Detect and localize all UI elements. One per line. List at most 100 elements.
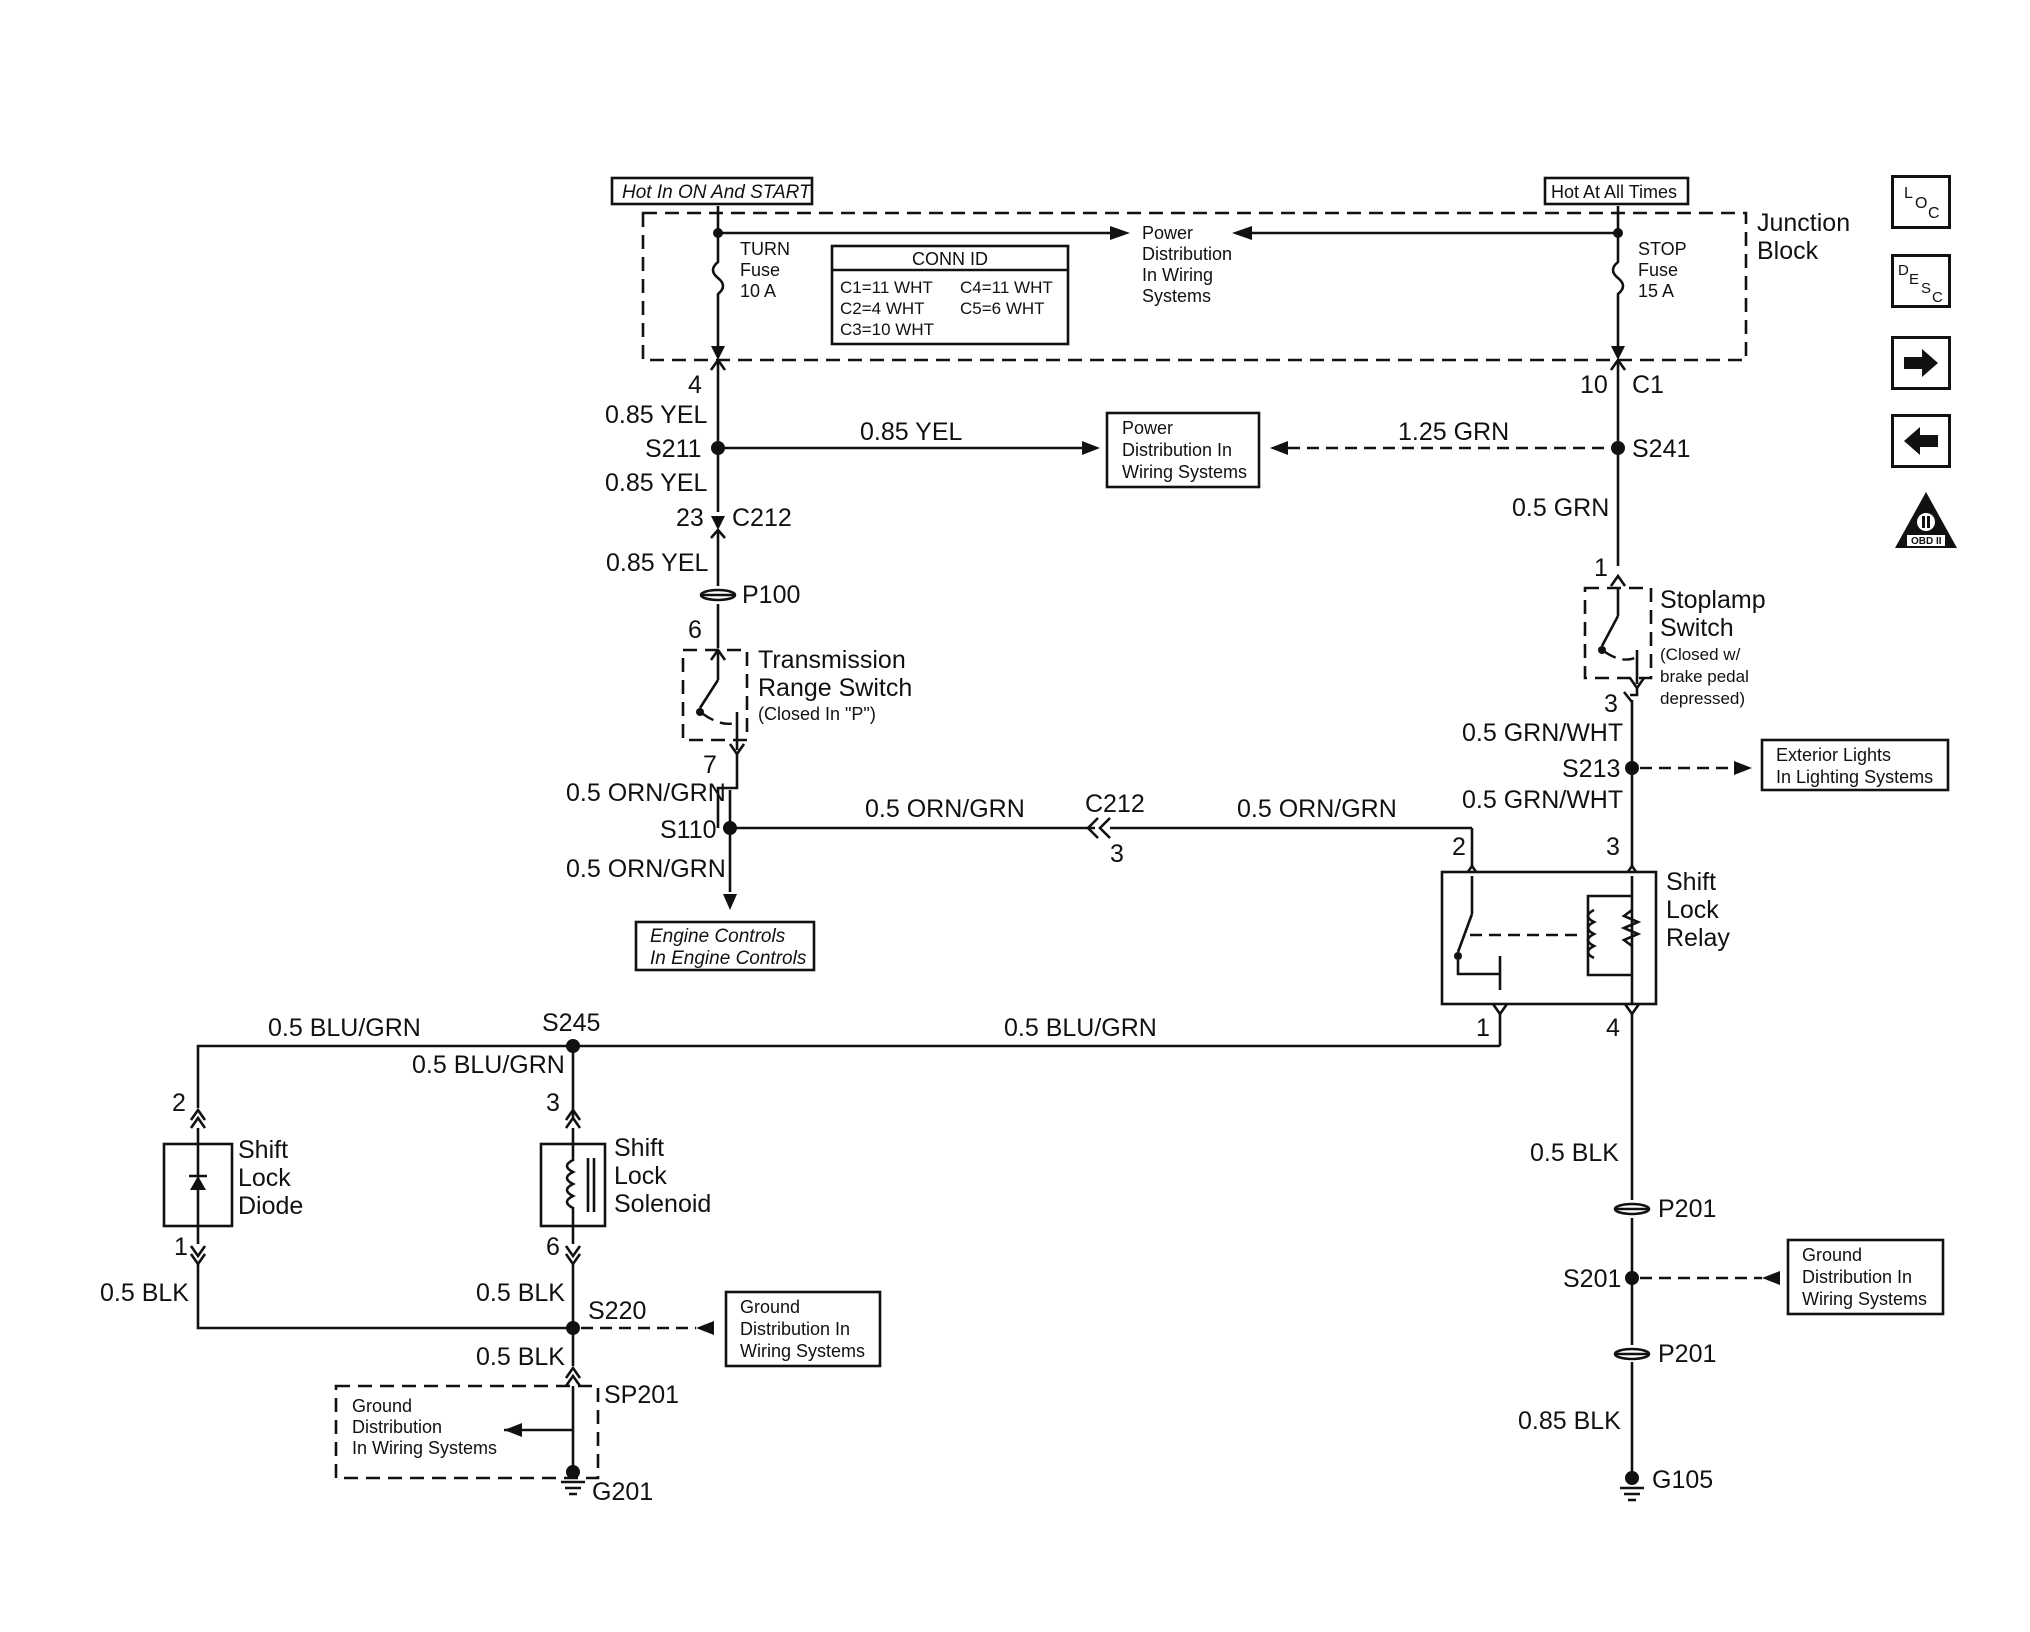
trs-label-2: Range Switch xyxy=(758,674,912,702)
next-button[interactable] xyxy=(1891,336,1951,390)
blu-wire-mid: 0.5 BLU/GRN xyxy=(1004,1014,1157,1042)
left-wire-4: 0.5 ORN/GRN xyxy=(566,779,726,807)
mid-c212: C212 xyxy=(1085,790,1145,818)
stoplamp-3: (Closed w/ xyxy=(1660,645,1741,664)
connector-c212-mid xyxy=(1086,817,1111,839)
right-wire-1: 0.5 GRN xyxy=(1512,494,1609,522)
p100-label: P100 xyxy=(742,581,800,609)
stoplamp-4: brake pedal xyxy=(1660,667,1749,686)
diode-label-2: Lock xyxy=(238,1164,291,1192)
s211-label: S211 xyxy=(645,435,702,463)
turn-fuse-arrow xyxy=(711,346,725,360)
mid-orn-right: 0.5 ORN/GRN xyxy=(1237,795,1397,823)
turn-fuse-label-1: TURN xyxy=(740,239,790,259)
conn-id-c4: C4=11 WHT xyxy=(960,278,1053,297)
blk-wire-3: 0.5 BLK xyxy=(476,1343,565,1371)
relay-label-2: Lock xyxy=(1666,896,1719,924)
relay-pin2: 2 xyxy=(1452,833,1466,861)
left-wire-1: 0.85 YEL xyxy=(605,401,708,429)
svg-text:L: L xyxy=(1904,185,1913,202)
obd-label: OBD II xyxy=(1911,536,1942,547)
stop-fuse-label-1: STOP xyxy=(1638,239,1687,259)
hot-on-start-label: Hot In ON And START xyxy=(622,182,812,203)
exterior-lights-box xyxy=(1760,738,1950,792)
obd-triangle-icon: OBD II xyxy=(1895,492,1957,548)
sp201-label: SP201 xyxy=(604,1381,679,1409)
relay-pin1: 1 xyxy=(1476,1014,1490,1042)
engine-controls-box xyxy=(634,920,816,972)
solenoid-label-1: Shift xyxy=(614,1134,664,1162)
ground-left-2: Distribution In xyxy=(740,1319,850,1339)
relay-pin4: 4 xyxy=(1606,1014,1620,1042)
stoplamp-2: Switch xyxy=(1660,614,1734,642)
solenoid-label-2: Lock xyxy=(614,1162,667,1190)
right-wire-blk2: 0.85 BLK xyxy=(1518,1407,1621,1435)
stop-fuse-icon xyxy=(1611,233,1625,346)
trs-label-1: Transmission xyxy=(758,646,906,674)
stop-bus-wire xyxy=(1250,206,1620,235)
junction-block-label-2: Block xyxy=(1757,237,1819,265)
diode-label-1: Shift xyxy=(238,1136,288,1164)
s201-label: S201 xyxy=(1563,1265,1621,1293)
s241-label: S241 xyxy=(1632,435,1690,463)
back-button[interactable] xyxy=(1891,414,1951,468)
shift-lock-relay xyxy=(1440,870,1658,1006)
right-pin3: 3 xyxy=(1604,690,1618,718)
pin6-label: 6 xyxy=(688,616,702,644)
s245-label: S245 xyxy=(542,1009,600,1037)
pin4-label: 4 xyxy=(688,371,702,399)
svg-text:S: S xyxy=(1921,280,1931,297)
ground-g105-icon xyxy=(1625,1471,1639,1485)
conn-id-c5: C5=6 WHT xyxy=(960,299,1045,318)
arrow-from-s241 xyxy=(1270,441,1288,455)
pin10-label: 10 xyxy=(1580,371,1608,399)
engine-controls-1: Engine Controls xyxy=(650,926,786,947)
c1-label: C1 xyxy=(1632,371,1664,399)
arrow-left-icon xyxy=(1904,427,1938,455)
ground-left-3: Wiring Systems xyxy=(740,1341,865,1361)
relay-coil-icon xyxy=(1586,908,1597,960)
ground-distribution-box-left xyxy=(724,1290,882,1368)
arrow-from-ground-box xyxy=(1762,1271,1780,1285)
conn-id-title: CONN ID xyxy=(912,249,988,269)
stop-fuse-label-3: 15 A xyxy=(1638,281,1674,301)
svg-text:E: E xyxy=(1909,271,1919,288)
hot-on-start-box xyxy=(610,176,814,206)
loc-button[interactable]: L O C xyxy=(1891,175,1951,229)
g201-label: G201 xyxy=(592,1478,653,1506)
blu-wire-left: 0.5 BLU/GRN xyxy=(268,1014,421,1042)
p201a-label: P201 xyxy=(1658,1195,1716,1223)
exterior-2: In Lighting Systems xyxy=(1776,767,1933,787)
solenoid-label-3: Solenoid xyxy=(614,1190,711,1218)
desc-icon: D E S C xyxy=(1898,262,1943,305)
arrow-to-exterior xyxy=(1734,761,1752,775)
power-dist-text-2: Distribution xyxy=(1142,244,1232,264)
desc-button[interactable]: D E S C xyxy=(1891,254,1951,308)
c212-arrow xyxy=(711,516,725,530)
c212-label: C212 xyxy=(732,504,792,532)
power-dist-text-3: In Wiring xyxy=(1142,265,1213,285)
mid-pin3: 3 xyxy=(1110,840,1124,868)
turn-fuse-icon xyxy=(711,233,725,346)
diode-wire-blk: 0.5 BLK xyxy=(100,1279,189,1307)
ground-distribution-box-right xyxy=(1786,1238,1945,1316)
transmission-range-switch xyxy=(681,648,749,742)
diode-pin1: 1 xyxy=(174,1233,188,1261)
ground-left-1: Ground xyxy=(740,1297,800,1317)
junction-block-outline xyxy=(641,211,1748,362)
sol-pin3: 3 xyxy=(546,1089,560,1117)
left-wire-2: 0.85 YEL xyxy=(605,469,708,497)
ground-dashed-2: Distribution xyxy=(352,1417,442,1437)
diode-symbol-icon xyxy=(190,1176,206,1190)
turn-fuse-label-3: 10 A xyxy=(740,281,776,301)
ground-distribution-dashed-box xyxy=(334,1384,600,1480)
engine-controls-2: In Engine Controls xyxy=(650,948,807,969)
svg-text:D: D xyxy=(1898,262,1909,279)
mid-wire-yel: 0.85 YEL xyxy=(860,418,963,446)
pin7-label: 7 xyxy=(703,751,717,779)
sol-pin6: 6 xyxy=(546,1233,560,1261)
hot-all-times-label: Hot At All Times xyxy=(1551,182,1677,202)
obd-ii-badge[interactable]: OBD II xyxy=(1893,490,1959,552)
power-box-1: Power xyxy=(1122,418,1173,438)
